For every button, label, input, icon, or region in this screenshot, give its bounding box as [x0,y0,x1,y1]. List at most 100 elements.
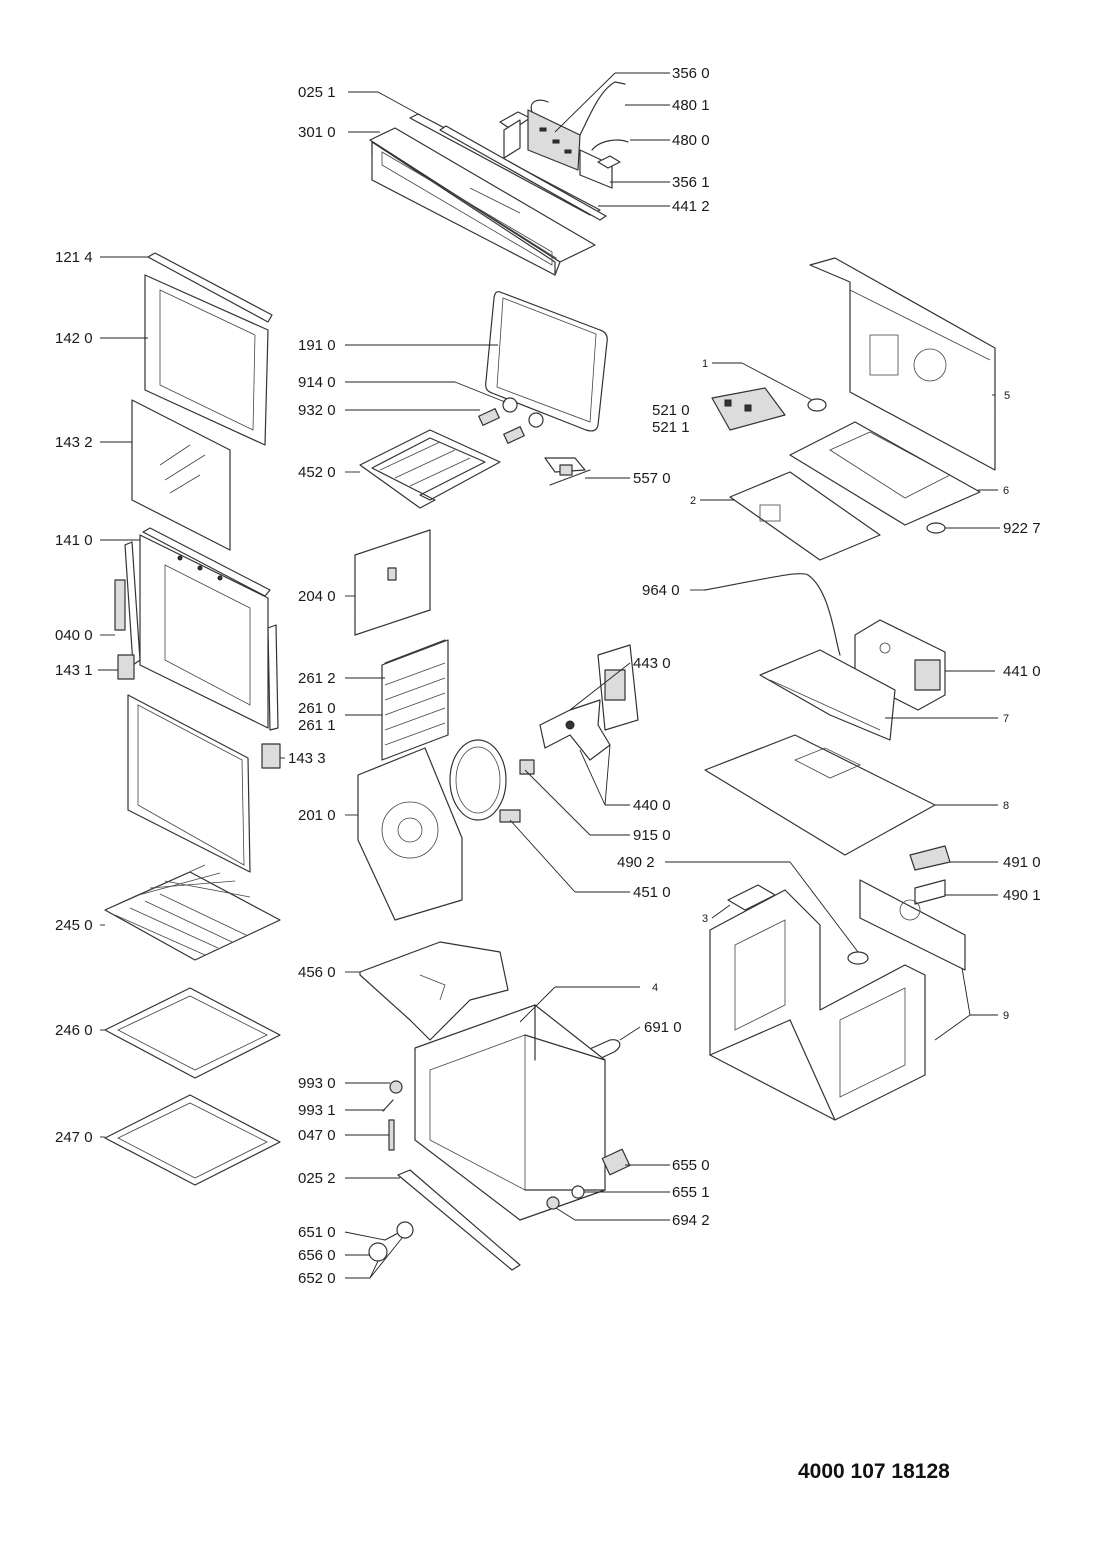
oven-shelf-drawing [104,864,281,961]
part-label-025-2: 025 2 [298,1170,336,1187]
part-label-8: 8 [1003,800,1009,812]
part-label-201-0: 201 0 [298,807,336,824]
part-label-993-0: 993 0 [298,1075,336,1092]
top-plate-drawing [789,421,981,526]
part-label-440-0: 440 0 [633,797,671,814]
part-label-456-0: 456 0 [298,964,336,981]
part-label-1: 1 [702,358,708,370]
inner-glass-drawing [131,399,231,551]
part-label-356-0: 356 0 [672,65,710,82]
cooling-frame-drawing [759,649,896,741]
bottom-plate-drawing [704,734,936,856]
part-label-5: 5 [1004,390,1010,402]
part-label-143-2: 143 2 [55,434,93,451]
fan-cover-drawing [357,747,463,921]
part-label-3: 3 [702,913,708,925]
part-label-443-0: 443 0 [633,655,671,672]
terminal-block-drawing [909,845,951,871]
part-label-452-0: 452 0 [298,464,336,481]
part-label-047-0: 047 0 [298,1127,336,1144]
part-label-691-0: 691 0 [644,1019,682,1036]
part-label-204-0: 204 0 [298,588,336,605]
part-label-356-1: 356 1 [672,174,710,191]
part-label-993-1: 993 1 [298,1102,336,1119]
door-frame-drawing [139,527,279,731]
part-label-261-0: 261 0 [298,700,336,717]
part-label-656-0: 656 0 [298,1247,336,1264]
leader-lines [98,72,1000,1279]
thermostat-drawing [544,457,591,486]
part-label-9: 9 [1003,1010,1009,1022]
part-label-655-0: 655 0 [672,1157,710,1174]
outer-door-glass-drawing [144,274,269,446]
part-label-7: 7 [1003,713,1009,725]
part-label-261-1: 261 1 [298,717,336,734]
part-label-490-2: 490 2 [617,854,655,871]
connector-drawing [914,879,946,905]
base-plate-drawing [729,471,881,561]
knob-drawing [368,1221,414,1262]
door-catch-drawing [564,1039,621,1069]
electronic-module-drawing [499,81,629,189]
part-label-655-1: 655 1 [672,1184,710,1201]
outer-casing-drawing [709,879,966,1121]
small-parts-drawing [382,1080,403,1151]
part-labels: 025 1 301 0 356 0 480 1 480 0 356 1 441 … [55,65,1041,1287]
part-label-915-0: 915 0 [633,827,671,844]
part-drawings [104,81,996,1271]
washer-drawing [926,522,946,534]
oven-cavity-drawing [397,1004,606,1271]
part-label-301-0: 301 0 [298,124,336,141]
part-label-521-1: 521 1 [652,419,690,436]
rear-wall-drawing [809,257,996,471]
part-label-4: 4 [652,982,658,994]
part-label-191-0: 191 0 [298,337,336,354]
part-label-247-0: 247 0 [55,1129,93,1146]
grill-element-drawing [359,429,501,509]
part-label-490-1: 490 1 [1003,887,1041,904]
part-label-480-0: 480 0 [672,132,710,149]
part-label-246-0: 246 0 [55,1022,93,1039]
side-runners-drawing [381,639,449,761]
part-label-2: 2 [690,495,696,507]
part-label-914-0: 914 0 [298,374,336,391]
hose-drawing [704,573,841,656]
fan-assembly-drawing [519,644,639,775]
part-label-143-3: 143 3 [288,750,326,767]
part-label-557-0: 557 0 [633,470,671,487]
part-label-451-0: 451 0 [633,884,671,901]
part-label-441-0: 441 0 [1003,663,1041,680]
grommet-drawing [807,398,827,412]
part-label-143-1: 143 1 [55,662,93,679]
part-label-932-0: 932 0 [298,402,336,419]
part-label-261-2: 261 2 [298,670,336,687]
selector-switch-drawing [546,1148,631,1210]
door-inner-panel-drawing [127,694,281,873]
part-label-441-2: 441 2 [672,198,710,215]
baking-tray-drawing [104,987,281,1079]
part-label-694-2: 694 2 [672,1212,710,1229]
part-label-491-0: 491 0 [1003,854,1041,871]
door-gasket-drawing [485,291,608,432]
part-label-245-0: 245 0 [55,917,93,934]
part-label-141-0: 141 0 [55,532,93,549]
control-panel-drawing [369,113,607,276]
lower-element-drawing [359,941,509,1041]
part-label-480-1: 480 1 [672,97,710,114]
part-label-121-4: 121 4 [55,249,93,266]
rear-panel-drawing [354,529,431,636]
part-label-651-0: 651 0 [298,1224,336,1241]
lamp-cover-drawing [502,397,518,413]
part-label-142-0: 142 0 [55,330,93,347]
part-label-521-0: 521 0 [652,402,690,419]
part-label-025-1: 025 1 [298,84,336,101]
hinge-drawing [114,541,141,680]
part-label-964-0: 964 0 [642,582,680,599]
document-number: 4000 107 18128 [798,1460,950,1483]
part-label-922-7: 922 7 [1003,520,1041,537]
part-label-652-0: 652 0 [298,1270,336,1287]
part-label-6: 6 [1003,485,1009,497]
drip-tray-drawing [104,1094,281,1186]
circular-element-drawing [449,739,521,823]
